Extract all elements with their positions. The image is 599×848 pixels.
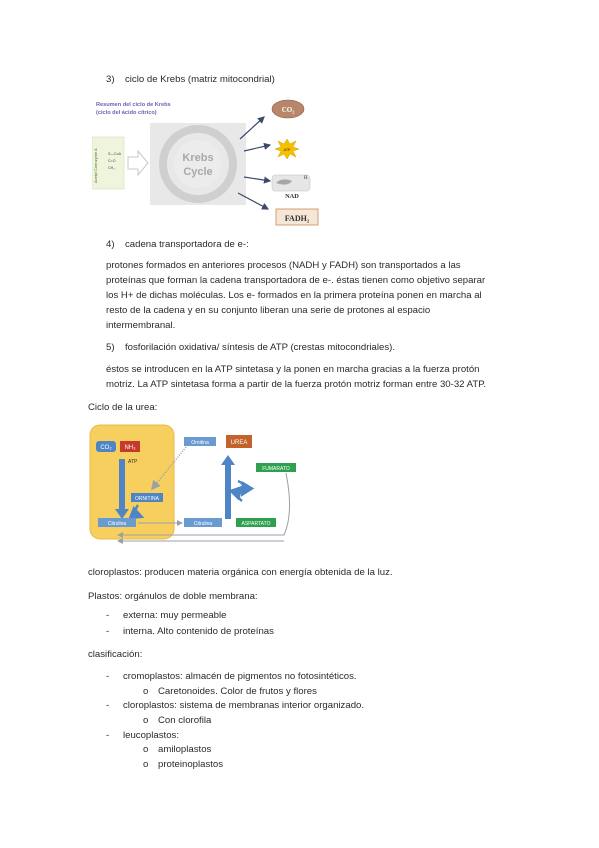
class-item: cromoplastos: almacén de pigmentos no fo… <box>123 671 357 682</box>
section-3-number: 3) <box>106 74 115 85</box>
class-subitem: amiloplastos <box>158 744 212 755</box>
co2-product <box>271 99 305 119</box>
fumarato-node <box>256 463 296 472</box>
membrane-item: interna. Alto contenido de proteínas <box>123 626 274 637</box>
para-line: resto de la cadena y en su conjunto libe… <box>106 305 431 316</box>
membrane-item: externa: muy permeable <box>123 610 227 621</box>
dash-marker: - <box>106 700 110 711</box>
svg-text:FUMARATO: FUMARATO <box>262 466 290 472</box>
ornitina-cytosol-node <box>184 437 216 446</box>
svg-text:CO₂: CO₂ <box>100 445 112 451</box>
citrulina-node <box>98 518 136 527</box>
para-line: los H+ de dichas moléculas. Los e- forma… <box>106 290 482 301</box>
plastos-line: Plastos: orgánulos de doble membrana: <box>88 591 258 602</box>
svg-text:S—CoA: S—CoA <box>108 152 122 156</box>
clasificacion-heading: clasificación: <box>88 649 143 660</box>
class-item: cloroplastos: sistema de membranas inter… <box>123 700 365 711</box>
input-arrow <box>127 149 149 177</box>
urea-node <box>226 435 252 448</box>
svg-text:ORNITINA: ORNITINA <box>135 496 160 502</box>
acetyl-label: Acetyl Coenzyme A <box>93 148 98 183</box>
circle-marker: o <box>143 686 149 697</box>
cloroplastos-line: cloroplastos: producen materia orgánica … <box>88 567 393 578</box>
para-line: proteínas que forman la cadena transport… <box>106 275 486 286</box>
dash-marker: - <box>106 610 110 621</box>
citrulina-cytosol-node <box>184 518 222 527</box>
svg-text:ASPARTATO: ASPARTATO <box>242 521 271 527</box>
circle-marker: o <box>143 744 149 755</box>
svg-text:NH₃: NH₃ <box>124 445 136 451</box>
section-5-heading: fosforilación oxidativa/ síntesis de ATP… <box>125 342 395 353</box>
circle-marker: o <box>143 759 149 770</box>
dash-marker: - <box>106 671 110 682</box>
svg-text:C=O: C=O <box>108 159 116 163</box>
para-line: protones formados en anteriores procesos… <box>106 260 461 271</box>
atp-product <box>274 138 300 160</box>
circle-marker: o <box>143 715 149 726</box>
svg-text:Ornitina: Ornitina <box>191 440 209 446</box>
section-4-heading: cadena transportadora de e-: <box>125 239 249 250</box>
cycle-label-2: Cycle <box>183 166 212 178</box>
svg-text:NAD: NAD <box>285 193 299 200</box>
co2-node <box>96 441 116 452</box>
cycle-ring <box>159 125 237 203</box>
aspartato-node <box>236 518 276 527</box>
acetyl-box <box>91 136 125 190</box>
dash-marker: - <box>106 730 110 741</box>
section-5-number: 5) <box>106 342 115 353</box>
section-3-heading: ciclo de Krebs (matriz mitocondrial) <box>125 74 275 85</box>
krebs-title-2: (ciclo del ácido cítrico) <box>96 110 157 116</box>
nh3-node <box>120 441 140 452</box>
para-line: éstos se introducen en la ATP sintetasa … <box>106 364 480 375</box>
section-4-paragraph: protones formados en anteriores procesos… <box>106 258 526 333</box>
urea-cycle-title: Ciclo de la urea: <box>88 402 158 413</box>
dash-marker: - <box>106 626 110 637</box>
para-line: motriz. La ATP sintetasa forma a partir … <box>106 379 487 390</box>
class-subitem: Con clorofila <box>158 715 212 726</box>
cycle-label-1: Krebs <box>182 152 213 164</box>
svg-text:UREA: UREA <box>231 440 248 446</box>
para-line: intermembranal. <box>106 320 176 331</box>
svg-text:Citrulina: Citrulina <box>108 521 127 527</box>
svg-text:ATP: ATP <box>284 148 292 152</box>
svg-text:FADH₂: FADH₂ <box>285 214 310 223</box>
nadh-product <box>271 174 311 192</box>
svg-text:CO₂: CO₂ <box>282 106 295 114</box>
fadh2-product <box>275 208 319 226</box>
class-item: leucoplastos: <box>123 730 179 741</box>
section-4-number: 4) <box>106 239 115 250</box>
ornitina-node <box>131 493 163 502</box>
krebs-cycle-figure: Resumen del ciclo de Krebs (ciclo del ác… <box>91 97 332 229</box>
class-subitem: Caretonoides. Color de frutos y flores <box>158 686 317 697</box>
urea-cycle-figure: CO₂ NH₃ ATP ORNITINA Citrulina Ornitina … <box>88 423 300 555</box>
section-5-paragraph: éstos se introducen en la ATP sintetasa … <box>106 362 526 392</box>
mitochondria-region <box>89 424 175 540</box>
svg-text:ATP: ATP <box>128 459 138 465</box>
class-subitem: proteinoplastos <box>158 759 224 770</box>
krebs-title-1: Resumen del ciclo de Krebs <box>96 102 171 108</box>
svg-text:CH₃: CH₃ <box>108 166 115 170</box>
svg-text:Citrulina: Citrulina <box>194 521 213 527</box>
svg-text:H: H <box>304 176 308 181</box>
